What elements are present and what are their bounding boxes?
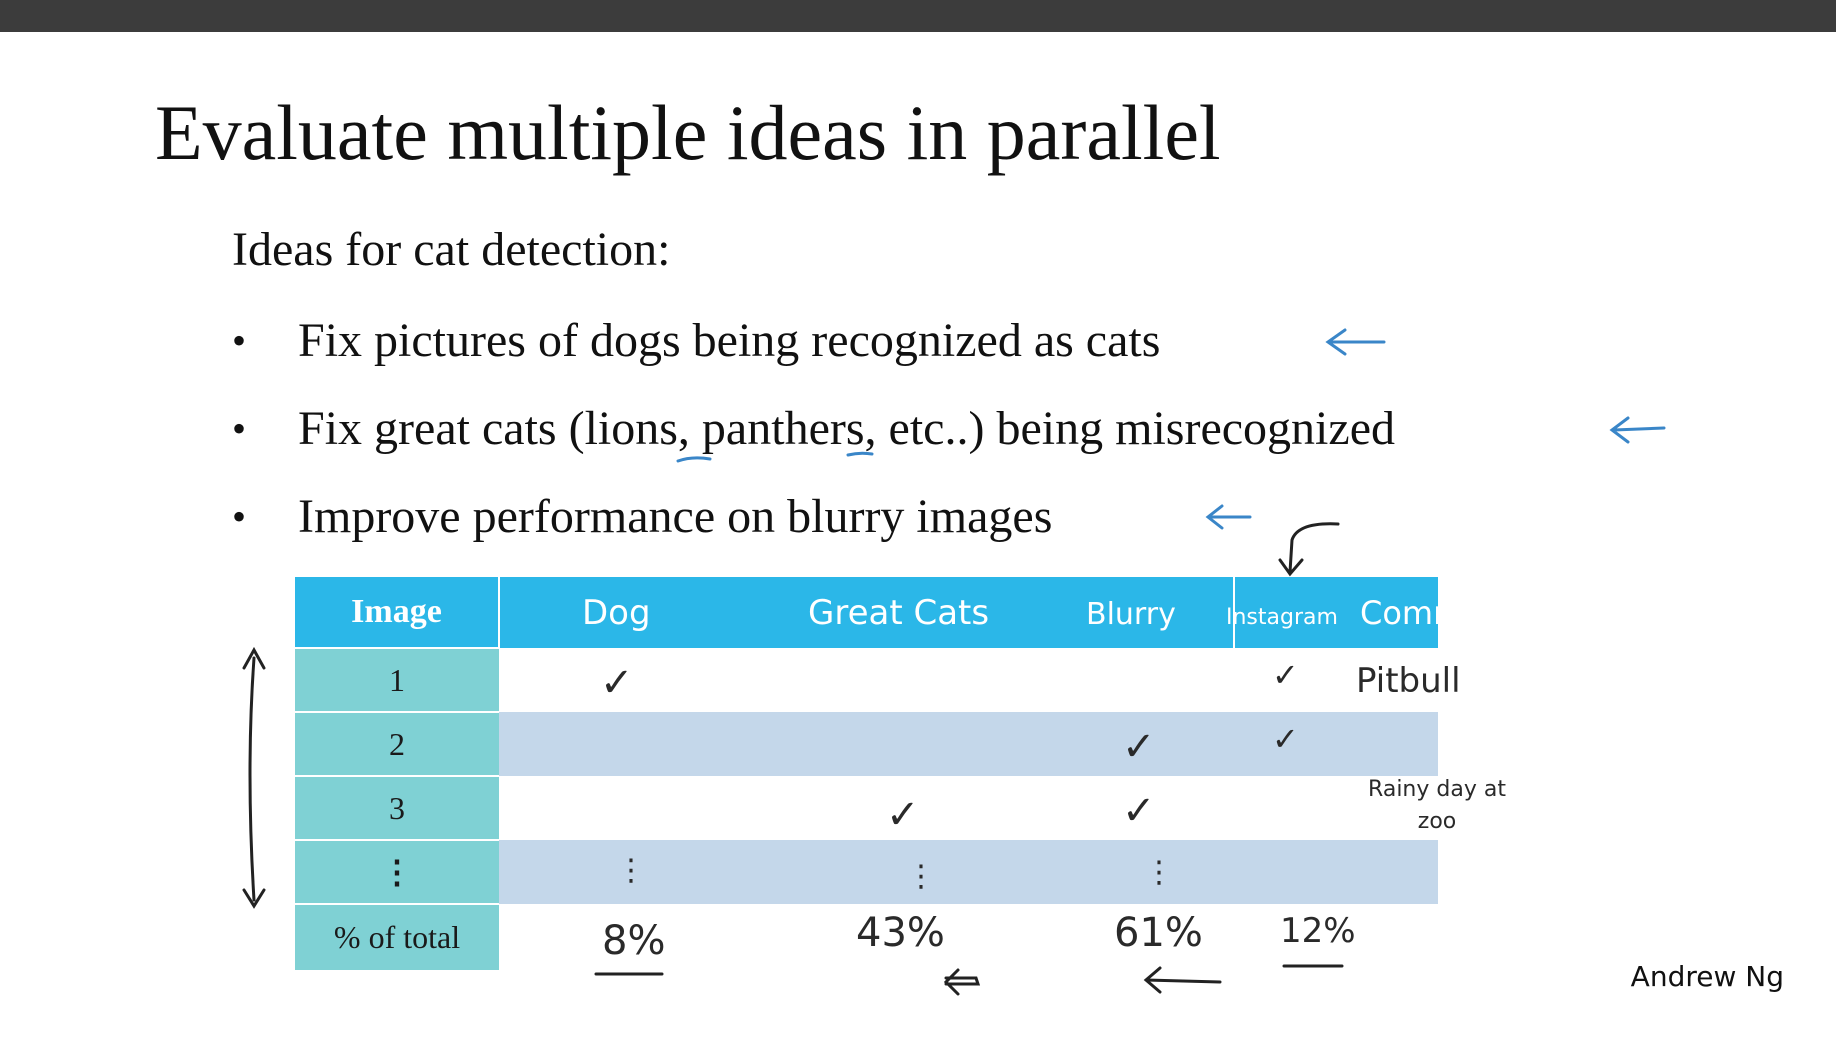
- arrow-left-icon: [943, 968, 981, 996]
- bullet-item-dogs: • Fix pictures of dogs being recognized …: [232, 313, 1160, 368]
- row-image-id: 1: [295, 647, 499, 712]
- total-label: % of total: [295, 903, 499, 970]
- window-top-bar: [0, 0, 1836, 32]
- table-row: 3: [295, 775, 1438, 840]
- ideas-table: Image 1 2 3 ⋮ % of total: [295, 577, 1438, 970]
- bullet-text: Fix pictures of dogs being recognized as…: [298, 314, 1161, 367]
- slide-title: Evaluate multiple ideas in parallel: [155, 89, 1221, 176]
- table-row: 2: [295, 711, 1438, 776]
- vertical-double-arrow-icon: [242, 646, 266, 909]
- row-image-id: 2: [295, 711, 499, 776]
- header-comments: [1234, 577, 1438, 648]
- header-image: Image: [295, 577, 500, 648]
- author-credit: Andrew Ng: [1630, 960, 1784, 993]
- row-image-id: 3: [295, 775, 499, 840]
- bullet-item-great-cats: • Fix great cats (lions, panthers, etc..…: [232, 401, 1395, 456]
- table-row: 1: [295, 647, 1438, 712]
- underline-mark: [676, 456, 712, 463]
- bullet-text: Improve performance on blurry images: [298, 490, 1053, 543]
- table-total-row: % of total: [295, 903, 1438, 970]
- arrow-left-icon: [1325, 328, 1386, 356]
- bullet-dot: •: [232, 494, 247, 539]
- arrow-left-icon: [1205, 504, 1252, 530]
- arrow-down-icon: [1278, 522, 1340, 577]
- table-header-row: Image: [295, 577, 1438, 648]
- header-great-cats: [765, 577, 998, 648]
- row-image-id: ⋮: [295, 839, 499, 904]
- header-instagram: [1151, 577, 1235, 648]
- bullet-dot: •: [232, 406, 247, 451]
- total-annotations: [594, 964, 1344, 996]
- bullet-item-blurry: • Improve performance on blurry images: [232, 489, 1052, 544]
- bullet-dot: •: [232, 318, 247, 363]
- header-blurry: [998, 577, 1151, 648]
- slide-subtitle: Ideas for cat detection:: [232, 223, 671, 276]
- table-row: ⋮: [295, 839, 1438, 904]
- arrow-left-icon: [1143, 966, 1222, 994]
- arrow-left-icon: [1609, 416, 1666, 444]
- bullet-text: Fix great cats (lions, panthers, etc..) …: [298, 402, 1395, 455]
- header-dog: [499, 577, 765, 648]
